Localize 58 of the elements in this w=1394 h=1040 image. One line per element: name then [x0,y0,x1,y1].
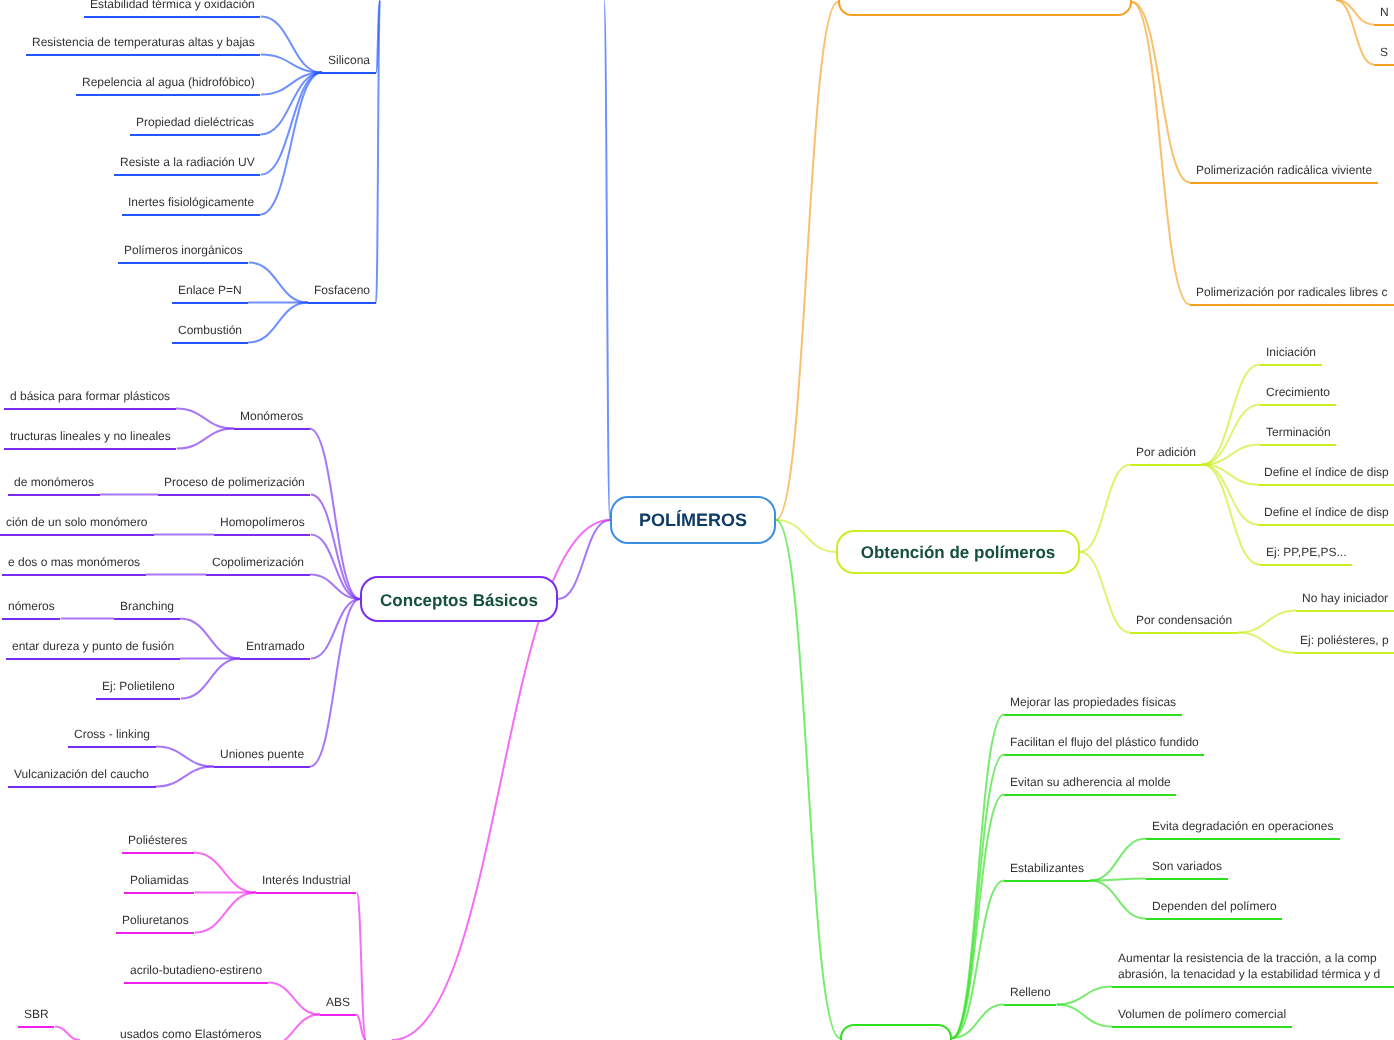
connector-line [1131,1,1191,184]
connector-line [308,427,361,600]
connector-line [1335,0,1375,66]
connector-line [1201,363,1261,466]
connector-line [355,1013,367,1040]
connector-line [247,301,309,344]
connector-line [175,407,235,430]
connector-line [247,261,309,304]
connector-line [309,573,361,600]
connector-line [375,0,381,74]
connector-line [1201,463,1259,526]
connector-line [1089,879,1147,920]
connector-line [154,765,215,788]
connector-line [1237,631,1295,654]
connector-line [155,745,215,768]
connector-line [259,53,323,74]
connector-line [309,598,361,660]
connector-line [1079,463,1131,553]
connector-line [309,533,361,600]
connector-line [1055,985,1113,1006]
connector-line [1237,609,1297,634]
branch-topic-box: Obtención de polímeros [836,530,1080,574]
connector-line [193,891,257,934]
connector-line [375,0,381,304]
connector-line [175,427,235,450]
connector-line [152,533,215,536]
connector-line [1335,0,1375,26]
connector-line [192,851,257,894]
connector-line [1079,551,1131,634]
connector-line [1201,403,1261,466]
connector-line [259,71,323,136]
connector-line [53,1025,81,1040]
connector-line [267,981,321,1016]
connector-line [1131,1,1191,306]
connector-line [1201,443,1261,466]
branch-topic-box: Conceptos Básicos [360,576,558,622]
connector-line [99,493,159,496]
connector-line [775,1,839,521]
connector-line [179,617,241,660]
connector-line [951,1003,1005,1039]
connector-line [259,71,323,176]
connector-line [259,71,323,216]
connector-line [355,891,367,1040]
connector-line [1055,1003,1113,1028]
connector-line [1089,877,1147,882]
connector-line [1201,463,1261,566]
central-topic-box: POLÍMEROS [610,496,776,544]
connector-line [1089,837,1147,882]
connector-line [179,657,241,700]
connector-line [145,573,207,576]
connector-line [259,15,323,74]
connector-line [59,617,115,620]
connector-line [391,519,611,1040]
connector-line [309,598,361,768]
connector-line [951,879,1005,1039]
connector-line [775,519,841,1039]
connector-line [309,493,361,600]
connector-line [775,519,837,553]
